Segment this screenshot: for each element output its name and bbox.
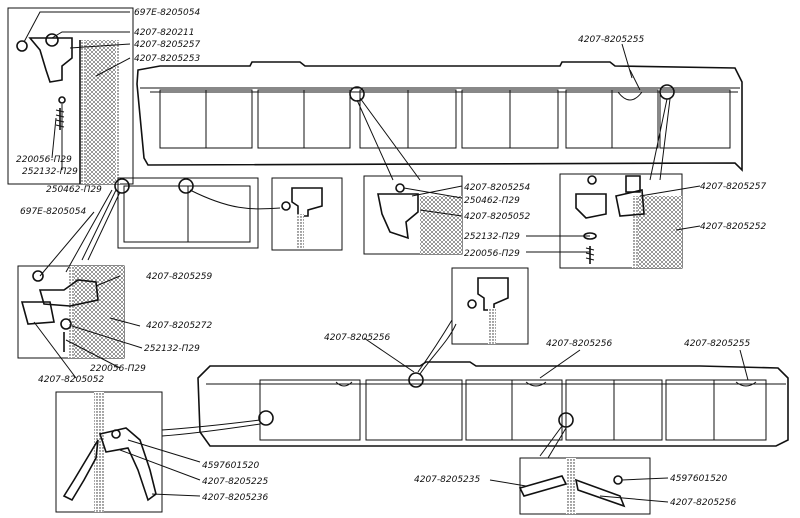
lower-window-row — [259, 379, 767, 441]
label-mid-a5: 220056-П29 — [464, 249, 520, 259]
label-br-1: 4207-8205235 — [414, 475, 481, 485]
lower-body-panel — [161, 361, 789, 459]
label-low-2: 4207-8205256 — [546, 339, 613, 349]
label-left-7: 4207-8205052 — [38, 375, 105, 385]
label-br-2: 4597601520 — [670, 474, 728, 484]
label-mid-a3: 4207-8205052 — [464, 212, 531, 222]
detail-circle-a — [349, 86, 365, 102]
detail-circle-d — [258, 410, 274, 426]
label-tl-5: 220056-П29 — [16, 155, 72, 165]
label-mid-a2: 250462-П29 — [464, 196, 520, 206]
small-window-diagram — [81, 177, 281, 261]
label-bl-1: 4597601520 — [202, 461, 260, 471]
label-mid-r1: 4207-8205257 — [700, 182, 767, 192]
label-tl-6: 252132-П29 — [22, 167, 78, 177]
label-top-right: 4207-8205255 — [578, 35, 645, 45]
detail-bottom-right — [518, 457, 651, 515]
label-left-1: 250462-П29 — [46, 185, 102, 195]
label-low-1: 4207-8205256 — [324, 333, 391, 343]
label-left-4: 4207-8205272 — [146, 321, 213, 331]
detail-mid-center — [363, 175, 463, 255]
detail-mid-right — [559, 173, 683, 269]
label-bl-2: 4207-8205225 — [202, 477, 269, 487]
label-mid-r2: 4207-8205252 — [700, 222, 767, 232]
label-tl-1: 697E-8205054 — [134, 8, 200, 18]
label-left-5: 252132-П29 — [144, 344, 200, 354]
label-tl-3: 4207-8205257 — [134, 40, 201, 50]
label-br-3: 4207-8205256 — [670, 498, 737, 508]
seal-profile-detail-a — [271, 177, 343, 251]
label-tl-4: 4207-8205253 — [134, 54, 201, 64]
leader-lines — [23, 11, 749, 503]
label-mid-a4: 252132-П29 — [464, 232, 520, 242]
label-mid-a1: 4207-8205254 — [464, 183, 531, 193]
detail-circle-c — [408, 372, 424, 388]
label-left-3: 4207-8205259 — [146, 272, 213, 282]
label-left-2: 697E-8205054 — [20, 207, 86, 217]
label-low-3: 4207-8205255 — [684, 339, 751, 349]
detail-top-left — [7, 7, 134, 185]
part-labels: 697E-8205054 4207-820211 4207-8205257 42… — [16, 8, 767, 508]
label-tl-2: 4207-820211 — [134, 28, 195, 38]
seal-profile-detail-b — [417, 267, 529, 375]
detail-bottom-left — [55, 391, 163, 513]
label-left-6: 220056-П29 — [90, 364, 146, 374]
detail-circle-e — [558, 412, 574, 428]
detail-left — [17, 265, 125, 359]
label-bl-3: 4207-8205236 — [202, 493, 269, 503]
upper-window-row — [159, 89, 731, 149]
upper-body-panel — [136, 61, 743, 181]
